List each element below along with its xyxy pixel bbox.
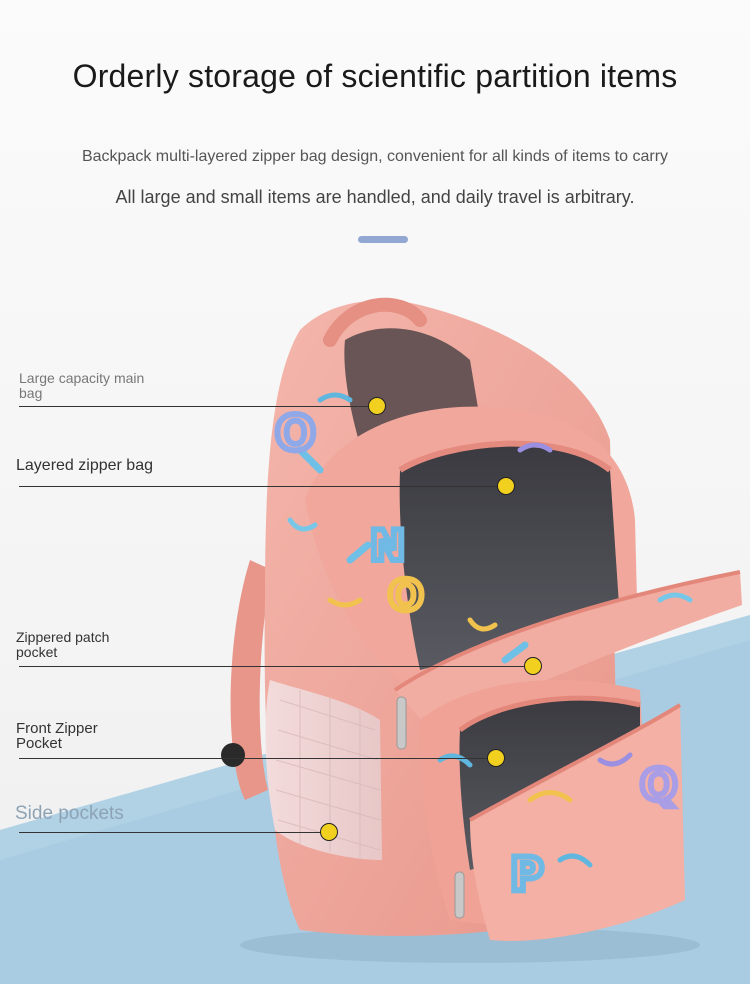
- callout-line-layered-zipper-bag: [19, 486, 506, 487]
- callout-line-main-bag: [19, 406, 377, 407]
- print-letter-q: Q: [640, 760, 677, 811]
- callout-line-zippered-patch-pocket: [19, 666, 533, 667]
- print-letter-o-2: O: [388, 571, 424, 620]
- callout-line-side-pockets: [19, 832, 329, 833]
- print-letter-o: O: [275, 406, 316, 462]
- marker-dot-main-bag: [368, 397, 386, 415]
- callout-label-front-zipper-pocket: Front Zipper Pocket: [16, 720, 98, 752]
- callout-label-side-pockets: Side pockets: [15, 803, 124, 824]
- marker-dot-zippered-patch-pocket: [524, 657, 542, 675]
- print-letter-n: N: [370, 521, 405, 570]
- marker-dot-front-zipper-pocket: [487, 749, 505, 767]
- print-letter-p: P: [510, 847, 544, 901]
- callout-label-layered-zipper-bag: Layered zipper bag: [16, 457, 153, 474]
- marker-dot-side-pockets: [320, 823, 338, 841]
- subtitle-line-2: All large and small items are handled, a…: [115, 187, 635, 207]
- callout-label-main-bag: Large capacity main bag: [19, 370, 145, 401]
- page-title: Orderly storage of scientific partition …: [72, 58, 678, 94]
- marker-dot-layered-zipper-bag: [497, 477, 515, 495]
- subtitle-line-1: Backpack multi-layered zipper bag design…: [81, 148, 669, 165]
- callout-line-front-zipper-pocket: [19, 758, 496, 759]
- accent-divider: [358, 236, 408, 243]
- callout-label-zippered-patch-pocket: Zippered patch pocket: [16, 629, 110, 660]
